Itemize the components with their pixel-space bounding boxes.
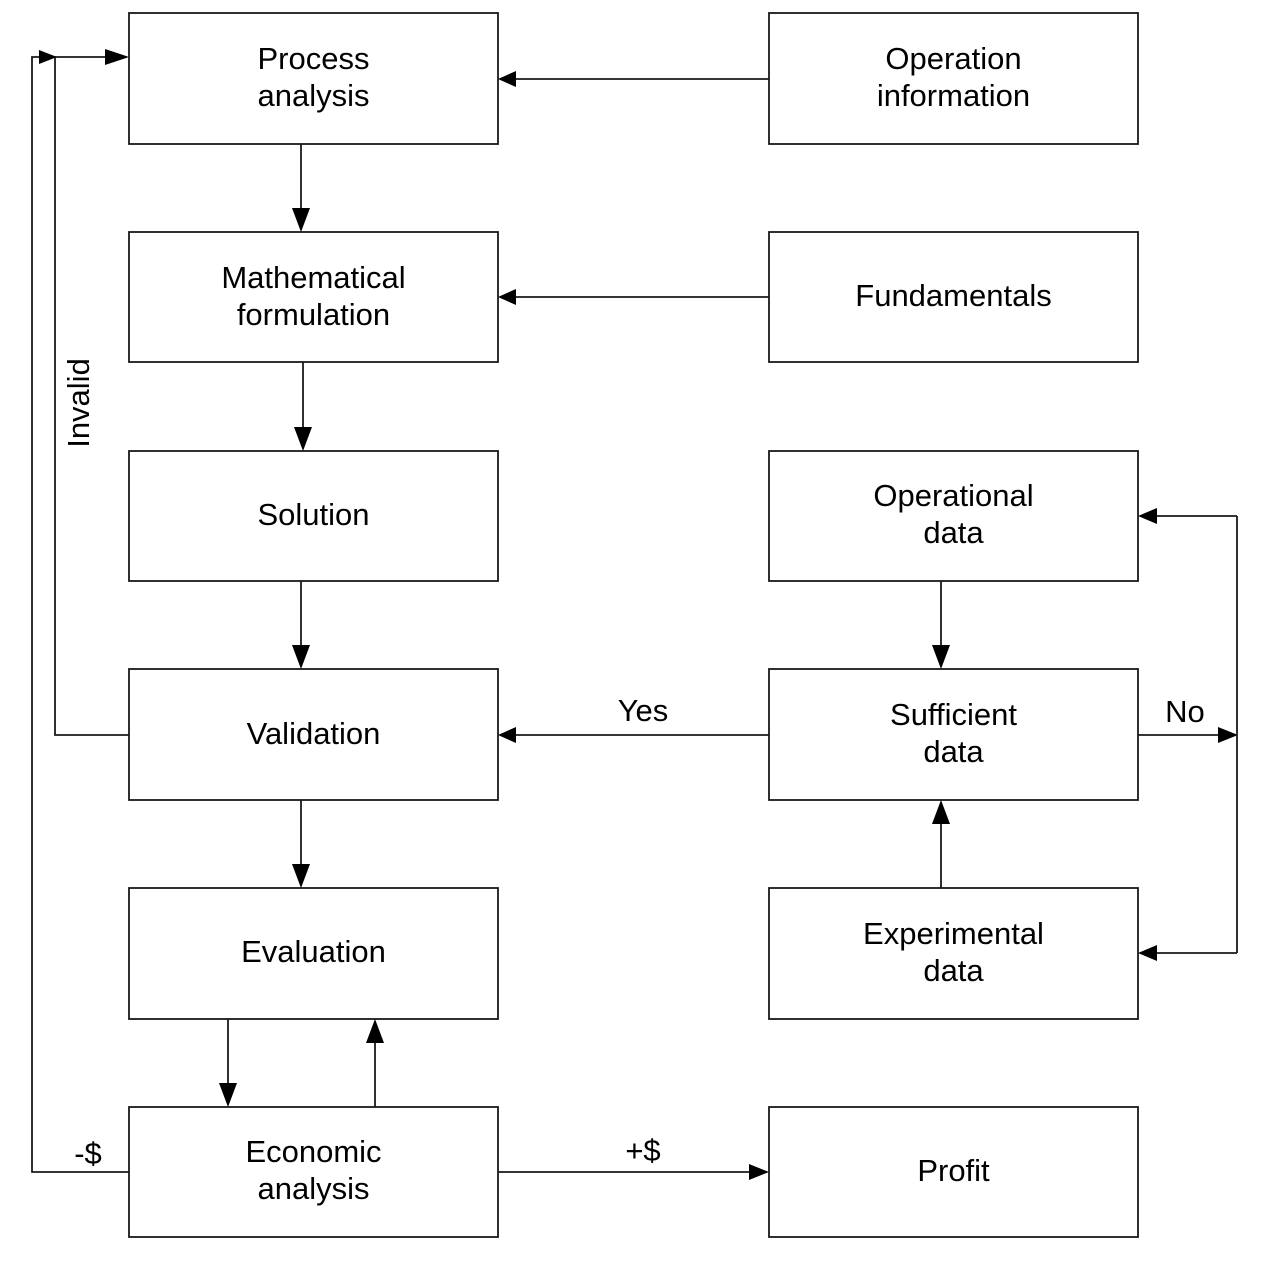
sufficient-data-label-line2: data bbox=[923, 734, 984, 769]
arrow-mathematical-formulation-to-solution bbox=[294, 362, 312, 451]
validation-label: Validation bbox=[247, 716, 381, 751]
profit-label: Profit bbox=[917, 1153, 990, 1188]
arrow-validation-invalid-to-process-analysis bbox=[54, 49, 129, 736]
operational-data-box: Operational data bbox=[768, 450, 1139, 582]
operation-information-label-line2: information bbox=[877, 78, 1030, 113]
mathematical-formulation-label-line2: formulation bbox=[237, 297, 390, 332]
arrow-loop-to-operational-and-experimental-data bbox=[1138, 508, 1238, 961]
fundamentals-label: Fundamentals bbox=[855, 278, 1051, 313]
mathematical-formulation-box: Mathematical formulation bbox=[128, 231, 499, 363]
experimental-data-label-line1: Experimental bbox=[863, 916, 1044, 951]
operational-data-label-line2: data bbox=[923, 515, 984, 550]
arrow-solution-to-validation bbox=[292, 581, 310, 669]
sufficient-data-box: Sufficient data bbox=[768, 668, 1139, 801]
evaluation-box: Evaluation bbox=[128, 887, 499, 1020]
economic-analysis-box: Economic analysis bbox=[128, 1106, 499, 1238]
arrow-sufficient-data-no-to-junction bbox=[1138, 727, 1238, 743]
arrow-economic-analysis-negative-to-process-analysis bbox=[31, 50, 129, 1173]
experimental-data-label-line2: data bbox=[923, 953, 984, 988]
arrow-economic-analysis-positive-to-profit bbox=[498, 1164, 769, 1180]
arrow-evaluation-to-economic-analysis bbox=[219, 1019, 237, 1107]
sufficient-data-label-line1: Sufficient bbox=[890, 697, 1017, 732]
solution-box: Solution bbox=[128, 450, 499, 582]
arrow-operational-data-to-sufficient-data bbox=[932, 581, 950, 669]
process-analysis-label-line2: analysis bbox=[258, 78, 370, 113]
economic-analysis-label-line2: analysis bbox=[258, 1171, 370, 1206]
arrow-sufficient-data-yes-to-validation bbox=[498, 727, 769, 743]
operation-information-box: Operation information bbox=[768, 12, 1139, 145]
economic-analysis-label-line1: Economic bbox=[245, 1134, 381, 1169]
no-label: No bbox=[1165, 694, 1205, 729]
arrow-fundamentals-to-mathematical-formulation bbox=[498, 289, 769, 305]
yes-label: Yes bbox=[618, 693, 669, 728]
mathematical-formulation-label-line1: Mathematical bbox=[221, 260, 405, 295]
arrow-validation-to-evaluation bbox=[292, 800, 310, 888]
invalid-label: Invalid bbox=[61, 358, 96, 448]
experimental-data-box: Experimental data bbox=[768, 887, 1139, 1020]
validation-box: Validation bbox=[128, 668, 499, 801]
negative-dollar-label: -$ bbox=[74, 1136, 102, 1171]
operation-information-label-line1: Operation bbox=[885, 41, 1021, 76]
profit-box: Profit bbox=[768, 1106, 1139, 1238]
solution-label: Solution bbox=[257, 497, 369, 532]
arrow-economic-analysis-to-evaluation bbox=[366, 1019, 384, 1107]
operational-data-label-line1: Operational bbox=[873, 478, 1033, 513]
process-analysis-label-line1: Process bbox=[258, 41, 370, 76]
fundamentals-box: Fundamentals bbox=[768, 231, 1139, 363]
process-analysis-box: Process analysis bbox=[128, 12, 499, 145]
evaluation-label: Evaluation bbox=[241, 934, 386, 969]
arrow-experimental-data-to-sufficient-data bbox=[932, 800, 950, 888]
arrow-process-analysis-to-mathematical-formulation bbox=[292, 144, 310, 232]
positive-dollar-label: +$ bbox=[625, 1133, 660, 1168]
arrow-operation-information-to-process-analysis bbox=[498, 71, 769, 87]
